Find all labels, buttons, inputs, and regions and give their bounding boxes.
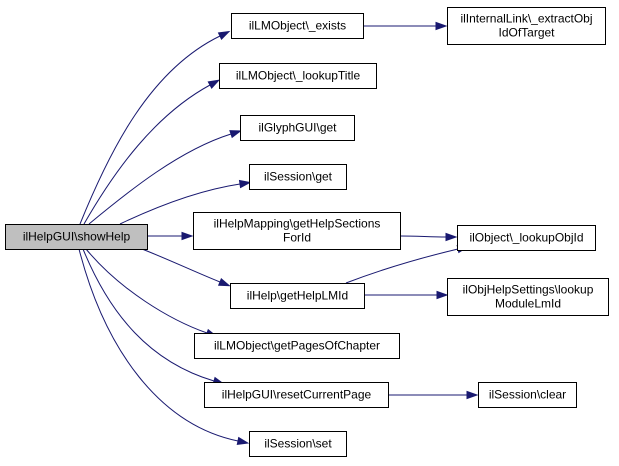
node-root[interactable]: ilHelpGUI\showHelp <box>5 224 148 250</box>
node-box <box>457 225 596 251</box>
edge-line <box>399 235 447 238</box>
arrowhead-icon <box>217 30 231 40</box>
node-box <box>240 115 355 141</box>
node-label: ilHelpMapping\getHelpSections <box>214 217 381 231</box>
edge-mapping-to-lookup_objid <box>399 232 458 242</box>
edge-helplm-to-objhelp <box>364 290 449 300</box>
node-label: ilHelpGUI\showHelp <box>23 230 131 244</box>
edge-root-to-lookup_title <box>83 79 221 225</box>
arrowhead-icon <box>238 179 252 189</box>
node-label: ilLMObject\_lookupTitle <box>236 69 361 83</box>
arrowhead-icon <box>229 130 242 139</box>
node-label: ilSession\clear <box>489 388 566 402</box>
node-label: ilObject\_lookupObjId <box>469 231 583 245</box>
node-label: ilInternalLink\_extractObj <box>460 12 592 26</box>
node-label: ilSession\set <box>264 437 332 451</box>
arrowhead-icon <box>181 231 194 241</box>
node-box <box>193 212 401 250</box>
node-box <box>219 63 377 89</box>
edge-root-to-lm_exists <box>79 30 231 225</box>
edge-root-to-sess_set <box>78 248 250 445</box>
arrowhead-icon <box>217 277 231 287</box>
node-label: ilLMObject\_exists <box>249 19 346 33</box>
node-box <box>249 164 347 190</box>
node-lm-exists[interactable]: ilLMObject\_exists <box>231 13 364 39</box>
edge-root-to-mapping <box>147 231 194 241</box>
node-box <box>230 283 365 309</box>
node-box <box>478 382 577 408</box>
node-box <box>447 278 609 316</box>
edges-layer <box>78 21 479 445</box>
node-box <box>5 224 148 250</box>
node-label: ilObjHelpSettings\lookup <box>463 283 594 297</box>
node-pages[interactable]: ilLMObject\getPagesOfChapter <box>194 333 400 359</box>
node-sess-get[interactable]: ilSession\get <box>249 164 347 190</box>
edge-line <box>78 248 239 442</box>
edge-helplm-to-lookup_objid <box>345 245 470 284</box>
node-box <box>194 333 400 359</box>
node-label: ilHelp\getHelpLMId <box>247 289 348 303</box>
node-label: ilGlyphGUI\get <box>258 121 337 135</box>
edge-line <box>79 35 221 225</box>
node-box <box>249 431 347 457</box>
node-sess-clear[interactable]: ilSession\clear <box>478 382 577 408</box>
node-label: ilSession\get <box>264 170 333 184</box>
edge-root-to-glyph <box>88 130 242 225</box>
edge-root-to-reset <box>82 248 226 385</box>
edge-line <box>141 248 221 283</box>
edge-line <box>345 248 459 284</box>
edge-lm_exists-to-extract <box>363 21 448 31</box>
node-sess-set[interactable]: ilSession\set <box>249 431 347 457</box>
node-reset[interactable]: ilHelpGUI\resetCurrentPage <box>204 382 389 408</box>
node-lookup-title[interactable]: ilLMObject\_lookupTitle <box>219 63 377 89</box>
node-box <box>447 7 606 45</box>
node-label: IdOfTarget <box>498 26 555 40</box>
edge-line <box>119 183 241 225</box>
node-label: ForId <box>283 231 311 245</box>
arrowhead-icon <box>445 232 458 242</box>
arrowhead-icon <box>236 436 250 445</box>
edge-line <box>85 248 208 334</box>
edge-root-to-sess_get <box>119 179 252 225</box>
edge-root-to-helplm <box>141 248 231 287</box>
node-label: ilLMObject\getPagesOfChapter <box>214 339 380 353</box>
node-lookup-objid[interactable]: ilObject\_lookupObjId <box>457 225 596 251</box>
arrowhead-icon <box>466 390 479 400</box>
edge-reset-to-sess_clear <box>387 390 479 400</box>
nodes-layer: ilHelpGUI\showHelp ilLMObject\_exists ilIn… <box>5 7 609 457</box>
arrowhead-icon <box>436 290 449 300</box>
edge-line <box>82 248 215 382</box>
arrowhead-icon <box>435 21 448 31</box>
node-box <box>204 382 389 408</box>
node-helplm[interactable]: ilHelp\getHelpLMId <box>230 283 365 309</box>
arrowhead-icon <box>207 79 221 89</box>
node-label: ModuleLmId <box>495 297 561 311</box>
node-label: ilHelpGUI\resetCurrentPage <box>222 388 372 402</box>
edge-line <box>88 133 232 225</box>
node-box <box>231 13 364 39</box>
edge-line <box>83 84 211 225</box>
node-glyph[interactable]: ilGlyphGUI\get <box>240 115 355 141</box>
